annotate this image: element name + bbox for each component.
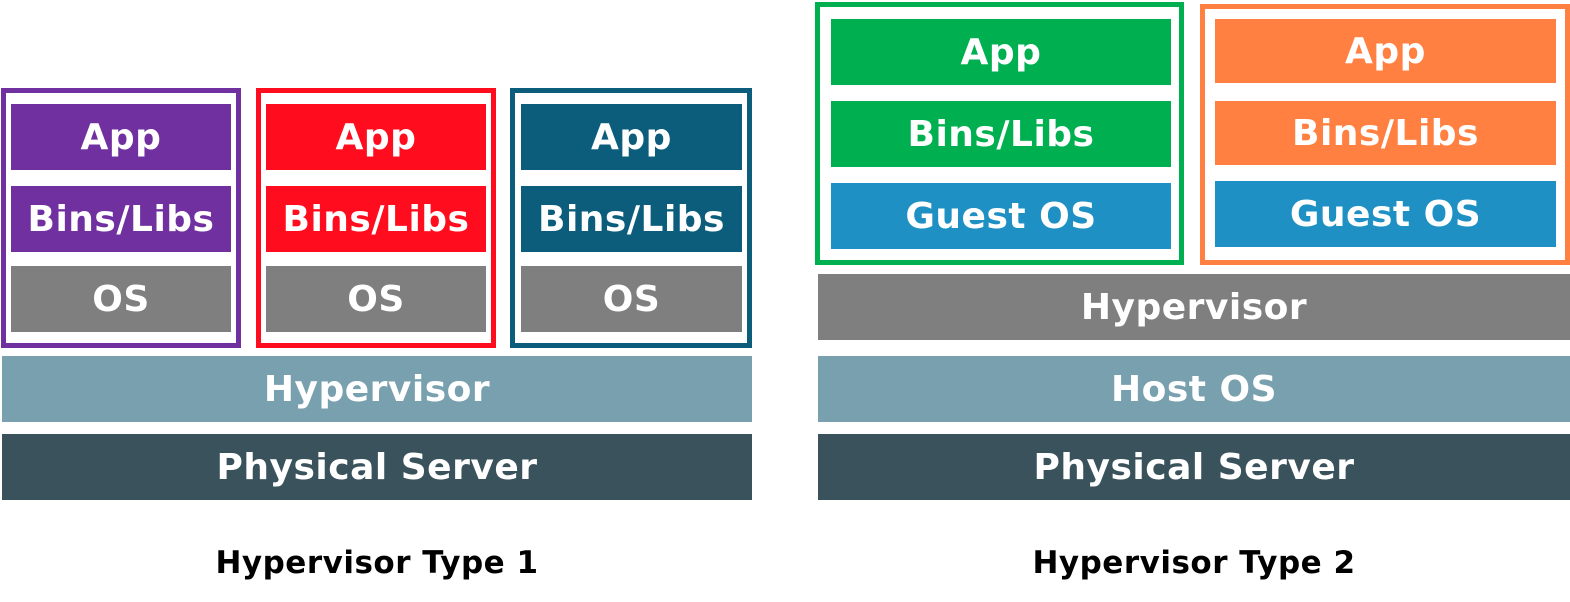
type2-vm-2-app: App [1215,19,1556,83]
type2-caption: Hypervisor Type 2 [1032,545,1356,581]
type1-vm-1-app: App [11,104,231,170]
type2-vm-2-guest-os: Guest OS [1215,181,1556,247]
type2-host-os-layer: Host OS [818,356,1570,422]
type1-vm-1-os: OS [11,266,231,332]
type2-diagram: App Bins/Libs Guest OS App Bins/Libs Gue… [810,0,1570,602]
type1-vm-2-os: OS [266,266,486,332]
type1-vm-2-bins-libs: Bins/Libs [266,186,486,252]
type1-hypervisor-layer: Hypervisor [2,356,752,422]
type2-vm-1-app: App [831,19,1171,85]
type1-caption: Hypervisor Type 1 [215,545,539,581]
type1-diagram: App Bins/Libs OS App Bins/Libs OS App Bi… [0,0,760,602]
type1-vm-3-bins-libs: Bins/Libs [521,186,742,252]
type1-vm-1-bins-libs: Bins/Libs [11,186,231,252]
type2-hypervisor-layer: Hypervisor [818,274,1570,340]
type1-vm-3-os: OS [521,266,742,332]
type1-physical-server-layer: Physical Server [2,434,752,500]
type2-vm-2-bins-libs: Bins/Libs [1215,101,1556,165]
type2-vm-1-guest-os: Guest OS [831,183,1171,249]
type2-vm-1-bins-libs: Bins/Libs [831,101,1171,167]
type1-vm-2-app: App [266,104,486,170]
type1-vm-3-app: App [521,104,742,170]
type2-physical-server-layer: Physical Server [818,434,1570,500]
